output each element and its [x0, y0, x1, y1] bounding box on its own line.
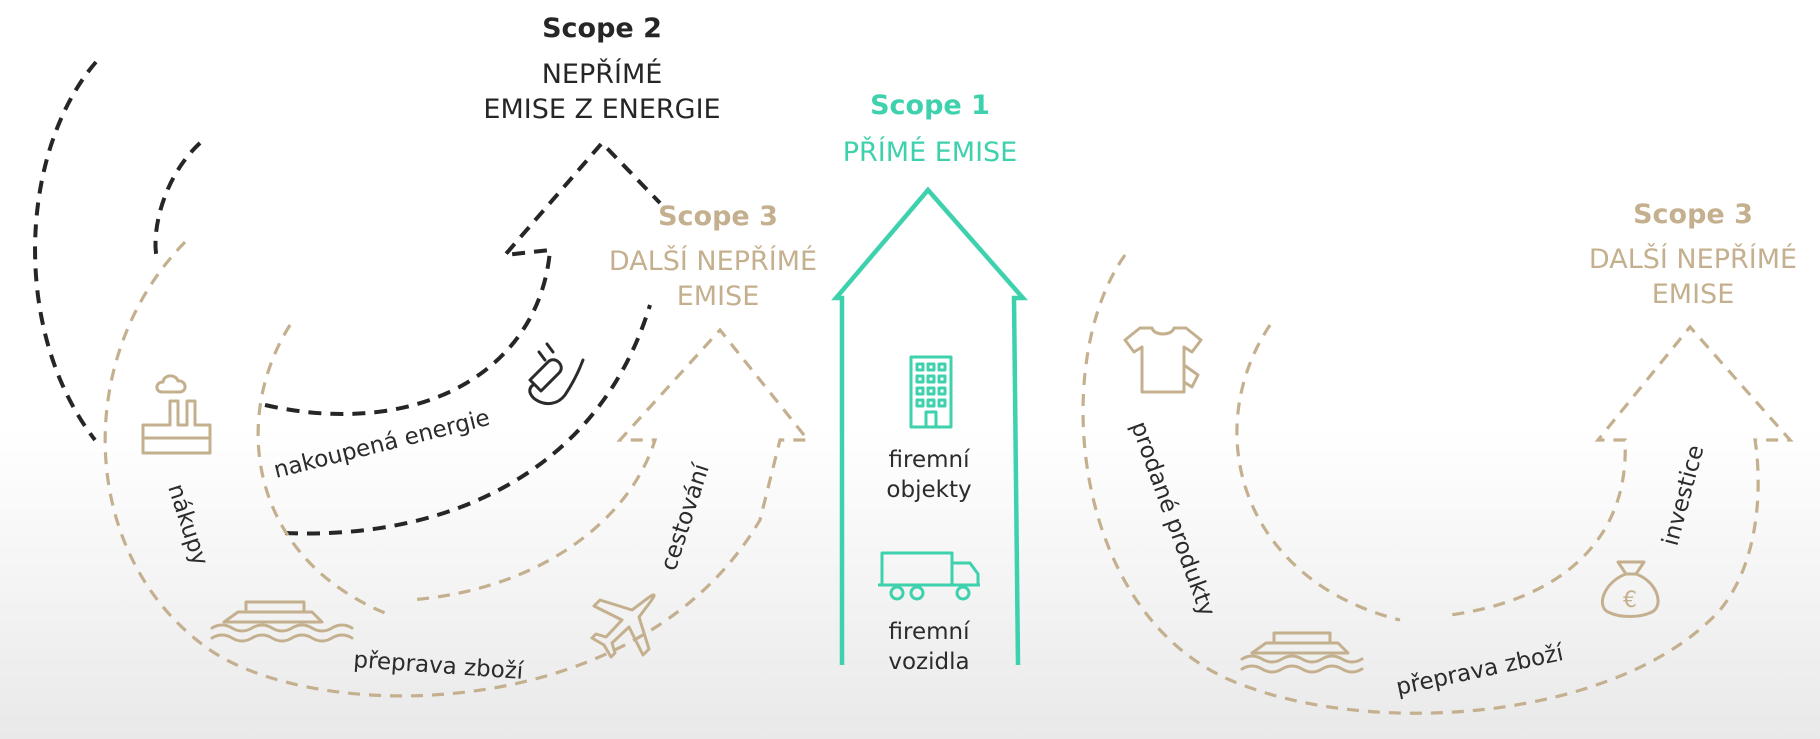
transport-right-label: přeprava zboží [1394, 640, 1566, 701]
scope3-right-subtitle-line1: DALŠÍ NEPŘÍMÉ [1589, 243, 1797, 275]
scope2-arrow-upper [264, 140, 662, 416]
scope3-right-subtitle-line2: EMISE [1652, 279, 1735, 310]
scope2-heading: Scope 2 NEPŘÍMÉ EMISE Z ENERGIE [483, 13, 720, 125]
scope3-right-arrows [1081, 254, 1794, 715]
vehicles-label-line2: vozidla [888, 649, 969, 675]
scope2-outer-arc [33, 60, 98, 442]
euro-symbol: € [1623, 588, 1637, 613]
scope3-right-heading: Scope 3 DALŠÍ NEPŘÍMÉ EMISE [1589, 199, 1797, 310]
scope3-left-arrows [103, 240, 812, 698]
scope3-left-inner-arc [256, 324, 391, 617]
scope3-left-title: Scope 3 [658, 201, 778, 232]
airplane-icon [590, 593, 656, 659]
transport-left-label: přeprava zboží [353, 647, 525, 685]
ship-icon [1240, 631, 1364, 674]
scope1-arrow [831, 186, 1028, 666]
scope1-subtitle: PŘÍMÉ EMISE [843, 136, 1017, 168]
scope3-right-title: Scope 3 [1633, 199, 1753, 230]
investments-label: investice [1658, 442, 1710, 548]
scope3-left-subtitle-line2: EMISE [677, 281, 760, 312]
factory-icon [141, 374, 212, 455]
scope2-inner-arc [153, 141, 202, 263]
scope1-title: Scope 1 [870, 90, 990, 121]
truck-icon [878, 551, 980, 601]
scope3-left-heading: Scope 3 DALŠÍ NEPŘÍMÉ EMISE [609, 201, 817, 312]
scope3-right-outer-arc [1081, 254, 1794, 715]
scope2-subtitle-line2: EMISE Z ENERGIE [483, 94, 720, 125]
scope3-left-subtitle-line1: DALŠÍ NEPŘÍMÉ [609, 245, 817, 277]
office-building-icon [909, 355, 953, 429]
scope3-right-inner-arc [1235, 324, 1401, 622]
travel-label: cestování [656, 460, 715, 574]
ship-icon [210, 600, 354, 643]
scope2-title: Scope 2 [542, 13, 662, 44]
money-bag-icon: € [1601, 560, 1660, 618]
purchased-energy-label: nakoupená energie [271, 405, 492, 484]
purchases-label: nákupy [162, 481, 213, 569]
scope2-subtitle-line1: NEPŘÍMÉ [542, 58, 663, 90]
scope1-heading: Scope 1 PŘÍMÉ EMISE [843, 90, 1017, 168]
tshirt-icon [1123, 326, 1203, 394]
plug-icon [528, 342, 585, 406]
sold-products-label: prodané produkty [1125, 418, 1220, 620]
scope2-arrow-lower [284, 304, 652, 536]
buildings-label-line2: objekty [886, 477, 971, 503]
buildings-label-line1: firemní [889, 447, 971, 473]
vehicles-label-line1: firemní [889, 619, 971, 645]
scope2-arrows [33, 60, 662, 536]
